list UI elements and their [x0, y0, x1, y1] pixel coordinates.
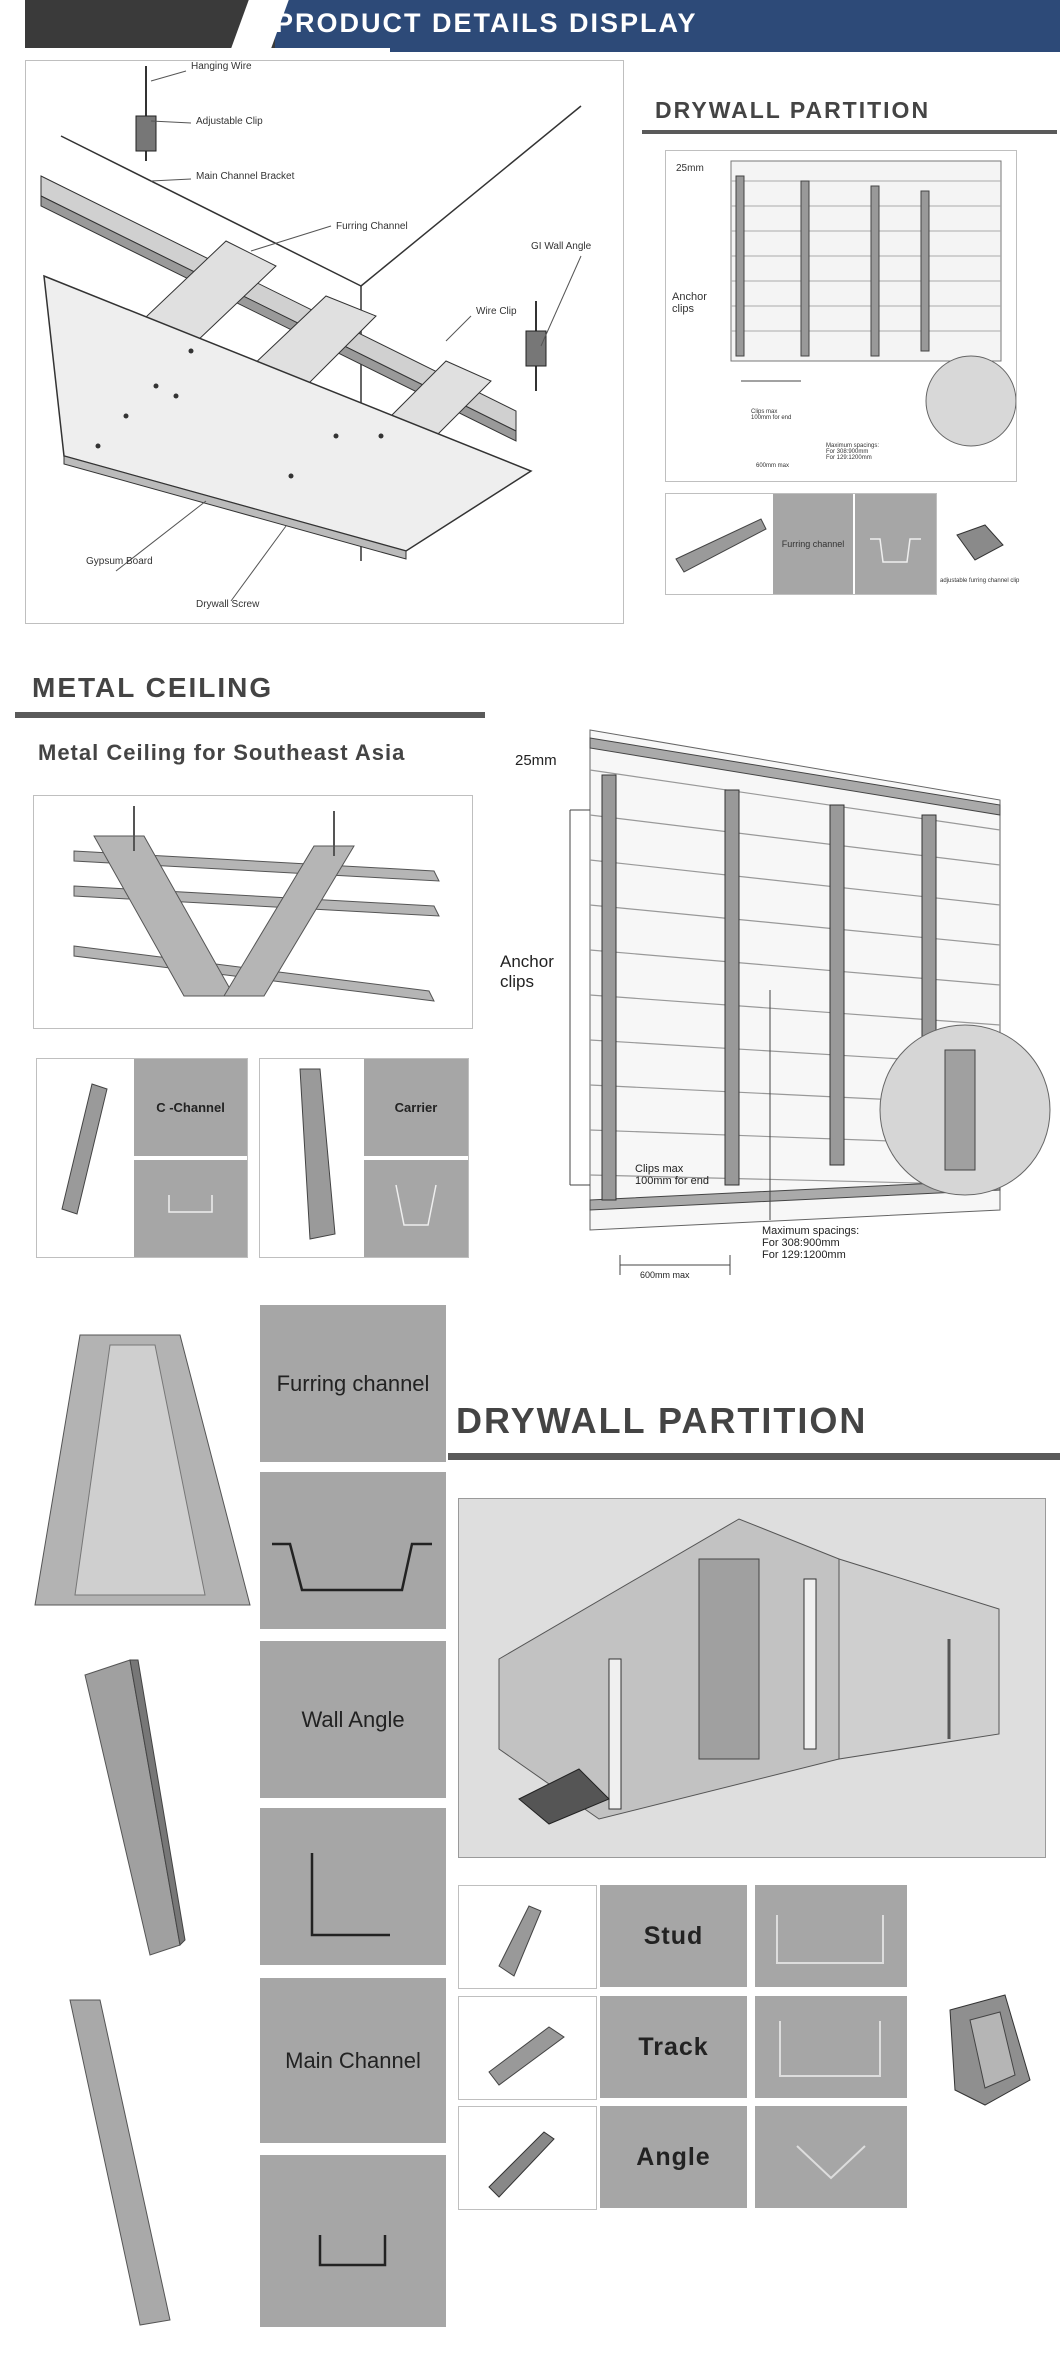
dim-25mm: 25mm — [515, 752, 557, 769]
wall-angle-image — [84, 1659, 186, 1956]
anchor-wall-small — [730, 160, 1016, 447]
stud-label: Stud — [600, 1885, 747, 1987]
anchor-diagram: 25mm Anchor clips Clips max 100mm for en… — [490, 720, 1060, 1290]
main-channel-image — [69, 1999, 171, 2326]
label-adjustable-clip: Adjustable Clip — [196, 116, 263, 127]
drywall-bottom-rule — [448, 1453, 1060, 1460]
carrier-photo — [299, 1068, 336, 1240]
drywall-bottom-title: DRYWALL PARTITION — [456, 1400, 868, 1441]
furring-channel-section — [260, 1472, 446, 1629]
angle-photo — [458, 2106, 597, 2210]
track-photo — [458, 1996, 597, 2100]
main-channel-label: Main Channel — [260, 1978, 446, 2143]
metal-ceiling-rule — [15, 712, 485, 718]
track-section — [755, 1996, 907, 2098]
max-spacing-small: Maximum spacings: For 308:900mm For 129:… — [826, 443, 880, 461]
label-hanging-wire: Hanging Wire — [191, 61, 252, 72]
furring-channel-label: Furring channel — [260, 1305, 446, 1462]
label-gypsum-board: Gypsum Board — [86, 556, 153, 567]
span-label: 600mm max — [640, 1270, 690, 1280]
angle-label: Angle — [600, 2106, 747, 2208]
track-label: Track — [600, 1996, 747, 2098]
metal-ceiling-subtitle: Metal Ceiling for Southeast Asia — [38, 740, 406, 765]
anchor-clips-label: Anchor clips — [500, 952, 554, 991]
label-main-channel-bracket: Main Channel Bracket — [196, 171, 295, 182]
metal-ceiling-title: METAL CEILING — [32, 672, 274, 703]
carrier-label: Carrier — [364, 1059, 468, 1156]
c-channel-photo — [61, 1083, 108, 1215]
ceiling-diagram — [40, 66, 582, 602]
metal-ceiling-photo — [33, 795, 473, 1029]
wall-angle-label: Wall Angle — [260, 1641, 446, 1798]
clips-max-label: Clips max 100mm for end — [635, 1163, 709, 1187]
stud-section — [755, 1885, 907, 1987]
page-title: PRODUCT DETAILS DISPLAY — [275, 8, 698, 38]
drywall-top-title: DRYWALL PARTITION — [655, 97, 931, 123]
furring-strip-section — [855, 494, 936, 594]
header-underline — [390, 48, 1060, 52]
furring-channel-image — [34, 1334, 251, 1606]
stud-photo — [458, 1885, 597, 1989]
adjustable-clip-photo — [956, 524, 1004, 561]
dim-25mm-small: 25mm — [676, 163, 704, 174]
track-connector-photo — [949, 1994, 1031, 2106]
furring-strip-label: Furring channel — [773, 494, 853, 594]
clip-caption: adjustable furring channel clip — [940, 578, 1020, 584]
carrier-card: Carrier — [259, 1058, 469, 1258]
label-drywall-screw: Drywall Screw — [196, 599, 260, 610]
max-spacing-label: Maximum spacings: For 308:900mm For 129:… — [762, 1225, 860, 1261]
partition-diagram — [458, 1498, 1046, 1858]
c-channel-section — [134, 1160, 247, 1257]
ceiling-diagram-panel: Hanging Wire Adjustable Clip Main Channe… — [25, 60, 624, 624]
carrier-section — [364, 1160, 468, 1257]
drywall-top-rule — [642, 130, 1057, 134]
label-gi-wall-angle: GI Wall Angle — [531, 241, 592, 252]
anchor-clips-small: Anchor clips — [672, 291, 707, 315]
c-channel-card: C -Channel — [36, 1058, 248, 1258]
angle-section — [755, 2106, 907, 2208]
furring-strip: Furring channel — [665, 493, 937, 595]
header-banner — [255, 0, 1060, 48]
clips-max-small: Clips max 100mm for end — [751, 409, 792, 421]
main-channel-section — [260, 2155, 446, 2327]
furring-channel-photo — [675, 518, 767, 573]
c-channel-label: C -Channel — [134, 1059, 247, 1156]
wall-angle-section — [260, 1808, 446, 1965]
span-small: 600mm max — [756, 463, 790, 469]
drywall-top-diagram: 25mm Anchor clips Clips max 100mm for en… — [665, 150, 1017, 482]
label-furring-channel: Furring Channel — [336, 221, 408, 232]
label-wire-clip: Wire Clip — [476, 306, 517, 317]
